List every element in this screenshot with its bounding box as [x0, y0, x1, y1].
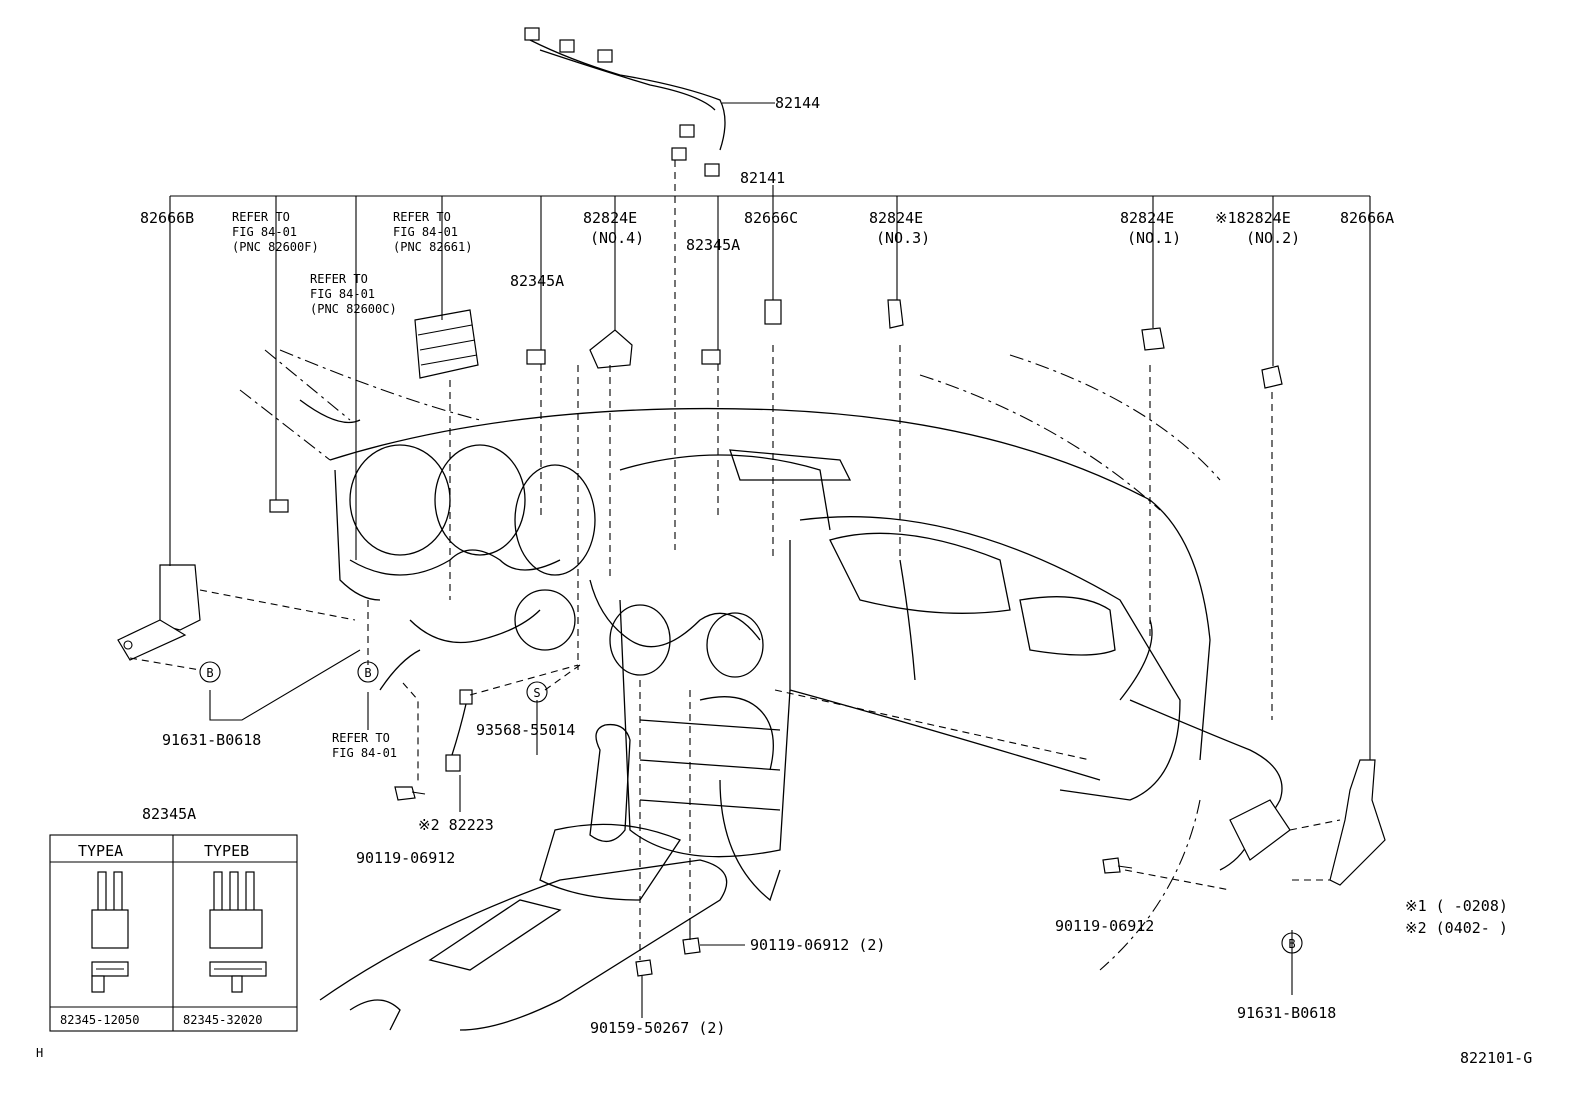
footnote-2: ※2 (0402- )	[1405, 919, 1508, 937]
label-82824e-no3[interactable]: 82824E	[869, 209, 923, 227]
label-no1: (NO.1)	[1127, 229, 1181, 247]
label-82144[interactable]: 82144	[775, 94, 820, 112]
part-82824e-no1[interactable]	[1141, 327, 1165, 351]
label-91631-left[interactable]: 91631-B0618	[162, 731, 261, 749]
screw-90159[interactable]	[635, 959, 653, 977]
refer-note-1-line2: FIG 84-01	[232, 225, 297, 239]
svg-text:S: S	[533, 686, 540, 700]
refer-note-3-line3: (PNC 82600C)	[310, 302, 397, 316]
svg-text:B: B	[1288, 937, 1295, 951]
ref-b-right[interactable]: B	[1281, 932, 1303, 954]
label-82141[interactable]: 82141	[740, 169, 785, 187]
label-93568[interactable]: 93568-55014	[476, 721, 575, 739]
inset-pn-b: 82345-32020	[183, 1013, 262, 1027]
label-90119-right[interactable]: 90119-06912	[1055, 917, 1154, 935]
part-fuse-block[interactable]	[414, 309, 479, 379]
label-no2: (NO.2)	[1246, 229, 1300, 247]
footnote-1: ※1 ( -0208)	[1405, 897, 1508, 915]
label-82824e-no1[interactable]: 82824E	[1120, 209, 1174, 227]
label-82223[interactable]: ※2 82223	[418, 816, 494, 834]
refer-note-2-line3: (PNC 82661)	[393, 240, 472, 254]
part-82666c[interactable]	[764, 299, 782, 325]
part-82824e-no2[interactable]	[1261, 365, 1283, 389]
dashboard-outline	[239, 349, 1221, 1031]
label-no3: (NO.3)	[876, 229, 930, 247]
inset-pn-a: 82345-12050	[60, 1013, 139, 1027]
inset-type-a: TYPEA	[78, 842, 123, 860]
ref-b-center[interactable]: B	[357, 661, 379, 683]
label-90119-left[interactable]: 90119-06912	[356, 849, 455, 867]
part-82223-wire[interactable]	[445, 689, 473, 772]
leader-lines	[129, 102, 1371, 1018]
part-82144-harness[interactable]	[524, 27, 726, 177]
inset-title: 82345A	[142, 805, 196, 823]
ref-b-left[interactable]: B	[199, 661, 221, 683]
inset-82345a: 82345A TYPEA TYPEB 82345-12050 82345-320…	[49, 805, 298, 1032]
part-82345a-right[interactable]	[701, 349, 721, 365]
refer-note-3-line1: REFER TO	[310, 272, 368, 286]
label-82666c[interactable]: 82666C	[744, 209, 798, 227]
inset-type-b-connector	[209, 871, 267, 993]
inset-type-a-connector	[91, 871, 129, 993]
bolt-90119-lower[interactable]	[682, 925, 701, 955]
part-small-relay[interactable]	[269, 499, 289, 513]
label-82345a-left[interactable]: 82345A	[510, 272, 564, 290]
refer-note-4-line2: FIG 84-01	[332, 746, 397, 760]
inset-type-b: TYPEB	[204, 842, 249, 860]
refer-note-4-line1: REFER TO	[332, 731, 390, 745]
part-ecu-bracket[interactable]	[1229, 799, 1291, 861]
refer-note-3-line2: FIG 84-01	[310, 287, 375, 301]
bolt-90119-left[interactable]	[394, 786, 426, 801]
label-90119-lower[interactable]: 90119-06912 (2)	[750, 936, 885, 954]
svg-text:B: B	[206, 666, 213, 680]
refer-note-2-line1: REFER TO	[393, 210, 451, 224]
wire-harness	[299, 399, 1283, 871]
refer-note-1-line3: (PNC 82600F)	[232, 240, 319, 254]
label-82666b[interactable]: 82666B	[140, 209, 194, 227]
label-91631-right[interactable]: 91631-B0618	[1237, 1004, 1336, 1022]
label-82824e-no4[interactable]: 82824E	[583, 209, 637, 227]
part-82824e-no4[interactable]	[589, 329, 633, 369]
part-82824e-no3[interactable]	[887, 299, 904, 329]
part-82666b-relay[interactable]	[117, 564, 201, 661]
refer-note-2-line2: FIG 84-01	[393, 225, 458, 239]
ref-s-center[interactable]: S	[526, 681, 548, 703]
label-82666a[interactable]: 82666A	[1340, 209, 1394, 227]
figure-id: 822101-G	[1460, 1049, 1532, 1067]
part-82666a-bracket[interactable]	[1329, 759, 1386, 886]
label-82345a-right[interactable]: 82345A	[686, 236, 740, 254]
svg-text:B: B	[364, 666, 371, 680]
part-82345a-left[interactable]	[526, 349, 546, 365]
label-no4: (NO.4)	[590, 229, 644, 247]
corner-mark: H	[36, 1046, 43, 1060]
label-82824e-no2[interactable]: ※182824E	[1215, 209, 1291, 227]
label-90159[interactable]: 90159-50267 (2)	[590, 1019, 725, 1037]
refer-note-1-line1: REFER TO	[232, 210, 290, 224]
bolt-90119-right[interactable]	[1102, 857, 1133, 874]
